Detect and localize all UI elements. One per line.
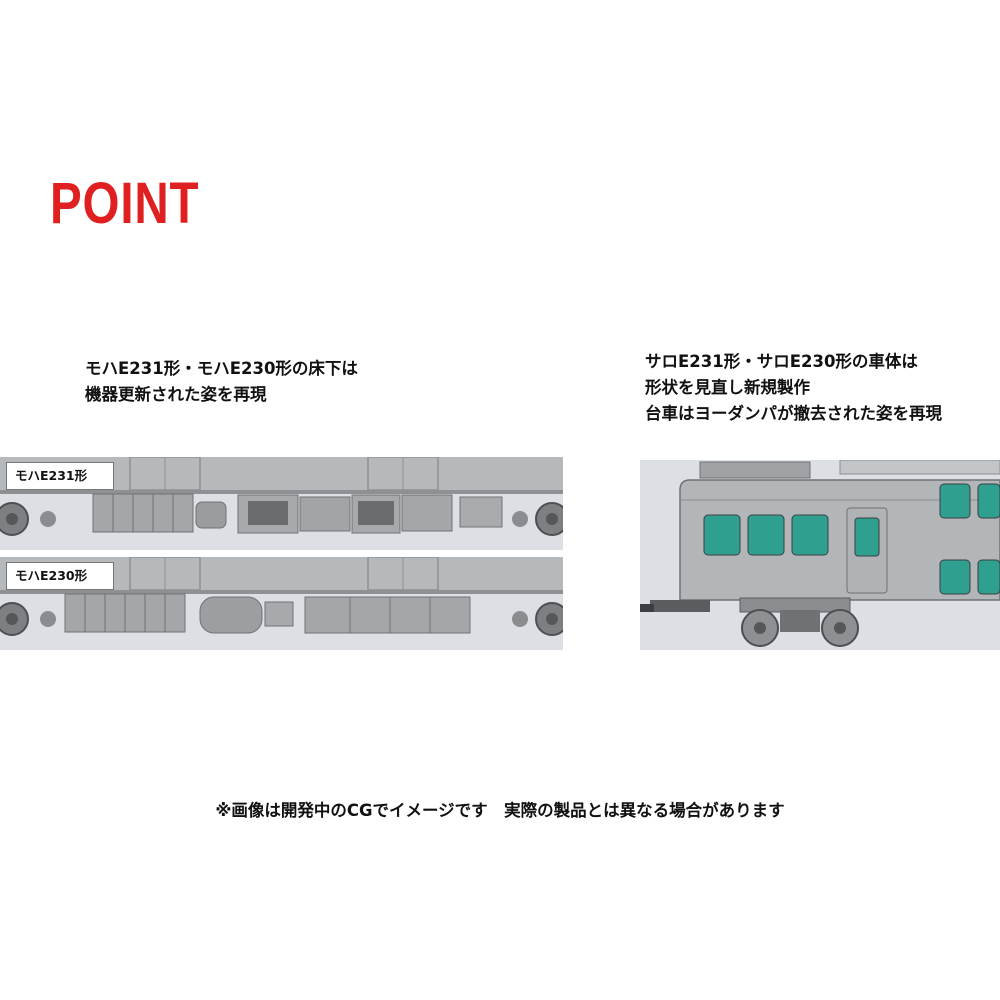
underfloor-drawing-e231 — [0, 457, 563, 550]
underfloor-render-moha-e231: モハE231形 — [0, 457, 563, 550]
right-caption: サロE231形・サロE230形の車体は 形状を見直し新規製作 台車はヨーダンパが… — [645, 349, 942, 427]
disclaimer-text: ※画像は開発中のCGでイメージです 実際の製品とは異なる場合があります — [215, 801, 785, 820]
car-label-moha-e230: モハE230形 — [6, 562, 114, 590]
point-title: POINT — [50, 171, 200, 236]
right-caption-line-1: サロE231形・サロE230形の車体は — [645, 352, 918, 371]
right-caption-line-3: 台車はヨーダンパが撤去された姿を再現 — [645, 404, 942, 423]
saro-car-drawing — [640, 460, 1000, 650]
underfloor-render-moha-e230: モハE230形 — [0, 557, 563, 650]
left-caption-line-1: モハE231形・モハE230形の床下は — [85, 359, 358, 378]
car-label-moha-e231: モハE231形 — [6, 462, 114, 490]
left-caption: モハE231形・モハE230形の床下は 機器更新された姿を再現 — [85, 356, 358, 408]
saro-car-body-render — [640, 460, 1000, 650]
left-caption-line-2: 機器更新された姿を再現 — [85, 385, 267, 404]
right-caption-line-2: 形状を見直し新規製作 — [645, 378, 810, 397]
